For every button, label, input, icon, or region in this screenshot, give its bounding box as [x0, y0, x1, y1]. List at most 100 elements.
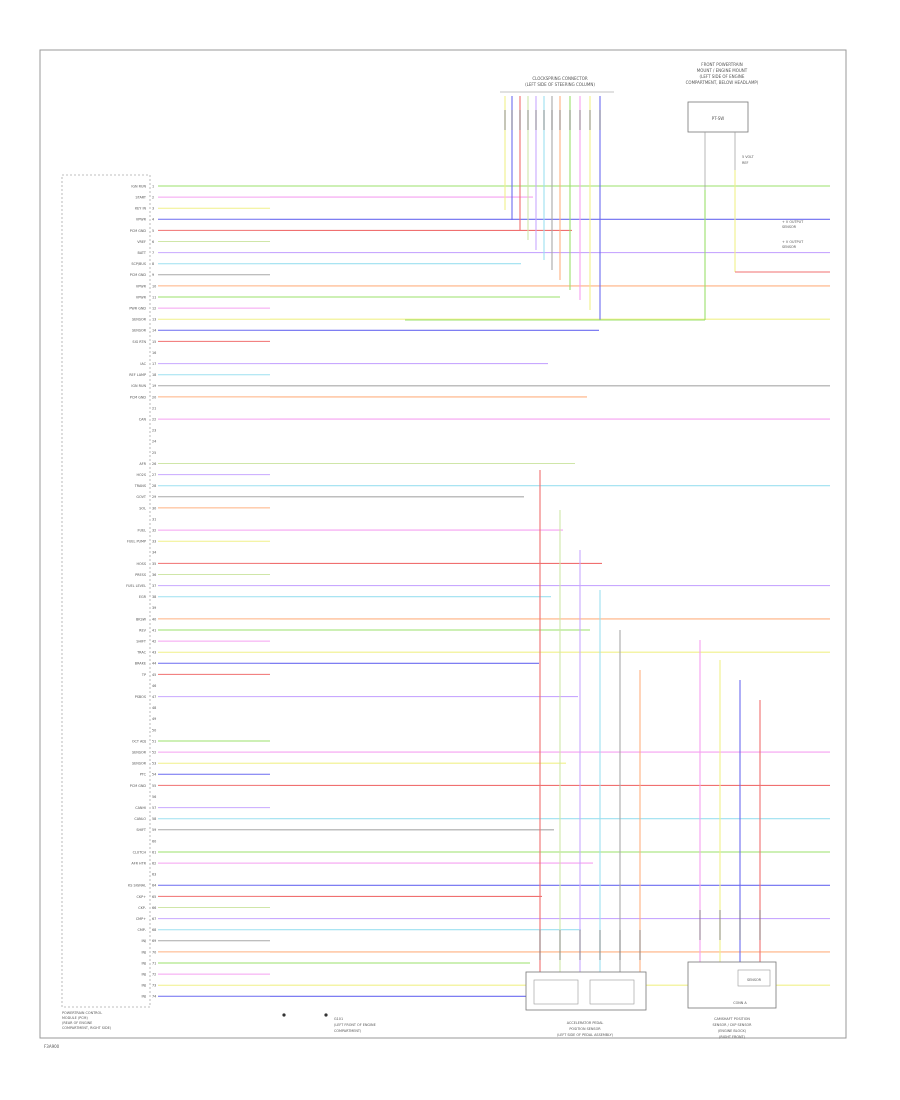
pin-label: FUEL: [138, 529, 147, 533]
pin-number: 70: [152, 950, 156, 954]
pin-number: 25: [152, 451, 156, 455]
svg-text:CAMSHAFT POSITION: CAMSHAFT POSITION: [714, 1017, 750, 1021]
svg-text:(LEFT SIDE OF PEDAL ASSEMBLY): (LEFT SIDE OF PEDAL ASSEMBLY): [557, 1033, 614, 1037]
pin-number: 57: [152, 806, 156, 810]
pin-label: GOVT: [136, 495, 147, 499]
pin-number: 73: [152, 984, 156, 988]
svg-text:SENSOR: SENSOR: [782, 245, 797, 249]
pin-number: 56: [152, 795, 156, 799]
pin-label: PCM GND: [130, 784, 147, 788]
pin-number: 7: [152, 251, 154, 255]
pin-number: 45: [152, 673, 156, 677]
pin-number: 49: [152, 717, 156, 721]
pin-label: BATT: [138, 251, 147, 255]
pin-number: 60: [152, 839, 156, 843]
pin-number: 54: [152, 773, 156, 777]
pin-number: 62: [152, 862, 156, 866]
svg-text:+ V OUTPUT: + V OUTPUT: [782, 240, 804, 244]
pin-label: REF LAMP: [129, 373, 146, 377]
pin-number: 52: [152, 751, 156, 755]
pin-number: 47: [152, 695, 156, 699]
svg-text:CONN A: CONN A: [733, 1001, 747, 1005]
pin-label: TRAC: [136, 651, 147, 655]
pin-label: PCM GND: [130, 273, 147, 277]
pin-label: SIG RTN: [132, 340, 146, 344]
pin-number: 21: [152, 406, 156, 410]
pin-label: IGN RUN: [131, 184, 146, 188]
pin-number: 26: [152, 462, 156, 466]
pin-label: PSBOS: [135, 695, 146, 699]
pin-number: 23: [152, 429, 156, 433]
pin-number: 65: [152, 895, 156, 899]
pin-number: 22: [152, 418, 156, 422]
pin-label: SENSOR: [132, 751, 147, 755]
ground-point: G101 (LEFT FRONT OF ENGINE COMPARTMENT): [282, 1013, 376, 1033]
pin-number: 11: [152, 295, 156, 299]
pin-number: 29: [152, 495, 156, 499]
pin-label: VPWR: [136, 218, 147, 222]
pin-number: 12: [152, 307, 156, 311]
pin-number: 55: [152, 784, 156, 788]
svg-text:MODULE (PCM): MODULE (PCM): [62, 1016, 88, 1020]
svg-text:POWERTRAIN CONTROL: POWERTRAIN CONTROL: [62, 1011, 102, 1015]
pin-label: FUEL PUMP: [127, 540, 146, 544]
pin-label: PWR GND: [129, 307, 146, 311]
pin-label: SENSOR: [132, 762, 147, 766]
pin-number: 59: [152, 828, 156, 832]
pin-number: 1: [152, 184, 154, 188]
pin-number: 8: [152, 262, 154, 266]
pin-number: 63: [152, 873, 156, 877]
pin-label: KS SIGNAL: [128, 884, 146, 888]
pin-label: KEY IN: [135, 207, 147, 211]
powertrain-mount-switch: FRONT POWERTRAIN MOUNT / ENGINE MOUNT (L…: [686, 62, 804, 249]
pin-label: VPWR: [136, 284, 147, 288]
pin-label: SOL: [139, 506, 146, 510]
pin-number: 48: [152, 706, 156, 710]
wire-traces: [158, 96, 830, 997]
pin-label: INJ: [141, 939, 146, 943]
svg-text:(RIGHT FRONT): (RIGHT FRONT): [719, 1035, 746, 1039]
switch-caption-4: COMPARTMENT, BELOW HEADLAMP): [686, 80, 759, 85]
pin-label: HO2S: [136, 473, 146, 477]
pin-number: 31: [152, 517, 156, 521]
pin-label: BRAKE: [135, 662, 146, 666]
pin-number: 64: [152, 884, 156, 888]
pin-number: 39: [152, 606, 156, 610]
pin-number: 33: [152, 540, 156, 544]
pin-number: 20: [152, 395, 156, 399]
clockspring-connector: CLOCKSPRING CONNECTOR (LEFT SIDE OF STEE…: [500, 76, 614, 93]
connector-top-caption-2: (LEFT SIDE OF STEERING COLUMN): [525, 82, 595, 87]
pin-label: OCT ADJ: [132, 739, 146, 743]
switch-caption-3: (LEFT SIDE OF ENGINE: [700, 74, 745, 79]
pin-label: VPWR: [136, 295, 147, 299]
pin-number: 71: [152, 961, 156, 965]
pin-label: CMP+: [136, 917, 146, 921]
svg-text:COMPARTMENT): COMPARTMENT): [334, 1029, 362, 1033]
pin-label: IAC: [140, 362, 146, 366]
switch-caption-2: MOUNT / ENGINE MOUNT: [697, 68, 748, 73]
pin-number: 68: [152, 928, 156, 932]
pin-label: CANLO: [134, 817, 146, 821]
accelerator-pedal-sensor: ACCELERATOR PEDAL POSITION SENSOR (LEFT …: [525, 971, 647, 1037]
pin-number: 36: [152, 573, 156, 577]
pin-number: 9: [152, 273, 154, 277]
svg-text:(REAR OF ENGINE: (REAR OF ENGINE: [62, 1021, 92, 1025]
pin-number: 66: [152, 906, 156, 910]
pin-number: 10: [152, 284, 156, 288]
pin-label: INJ: [141, 984, 146, 988]
svg-text:COMPARTMENT, RIGHT SIDE): COMPARTMENT, RIGHT SIDE): [62, 1026, 112, 1030]
connector-top-caption-1: CLOCKSPRING CONNECTOR: [532, 76, 588, 81]
svg-text:POSITION SENSOR: POSITION SENSOR: [569, 1027, 601, 1031]
pin-number: 15: [152, 340, 156, 344]
svg-text:5 VOLT: 5 VOLT: [742, 155, 755, 159]
pin-number: 14: [152, 329, 156, 333]
page-label: F3A900: [44, 1044, 60, 1049]
pin-number: 19: [152, 384, 156, 388]
pin-label: CLUTCH: [133, 850, 147, 854]
pin-label: HOSS: [136, 562, 146, 566]
pin-label: PCM GND: [130, 395, 147, 399]
switch-caption-1: FRONT POWERTRAIN: [701, 62, 742, 67]
pin-number: 44: [152, 662, 156, 666]
